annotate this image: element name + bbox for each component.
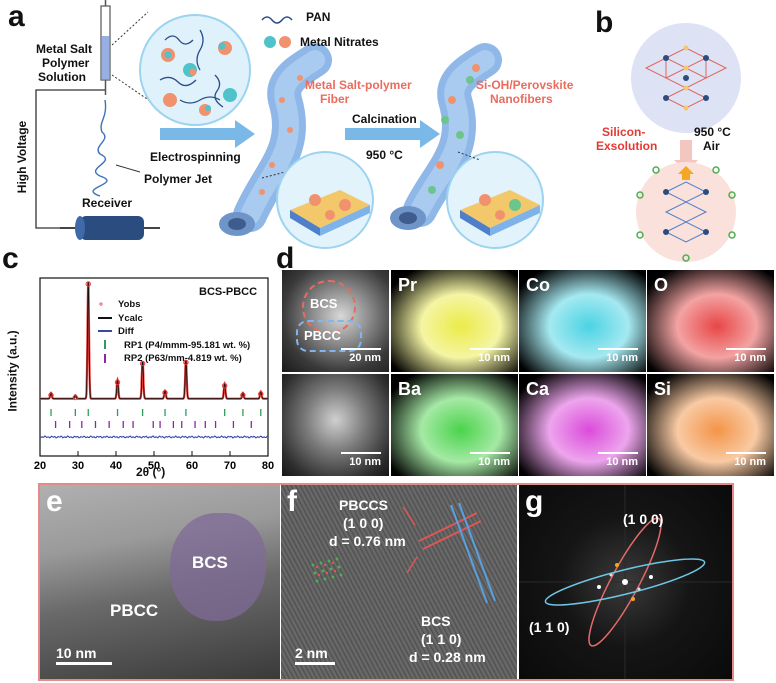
x-tick-label: 60 — [186, 460, 198, 472]
eds-map-scale: 10 nm — [606, 352, 638, 364]
haadf-image-bottom: 10 nm — [282, 374, 389, 476]
precursor-label-line1: Metal Salt — [36, 42, 93, 56]
panel-b-schematic — [631, 23, 741, 262]
pbccs-plane: (1 0 0) — [343, 515, 384, 531]
yobs-peak-marker — [258, 391, 264, 397]
eds-map-label: Co — [526, 275, 550, 295]
panel-g-fft: g (1 0 0) (1 1 0) — [519, 485, 732, 679]
eds-map-pr: Pr 10 nm — [391, 270, 518, 372]
eds-map-scale: 10 nm — [734, 352, 766, 364]
panel-f-letter: f — [287, 485, 297, 518]
series-diff — [39, 435, 269, 439]
high-voltage-label: High Voltage — [15, 120, 30, 194]
silicon-label-line2: Exsolution — [596, 139, 658, 153]
panel-b-air: Air — [703, 139, 720, 153]
panel-c-letter: c — [2, 242, 19, 275]
panel-f-scale: 2 nm — [295, 645, 328, 661]
polymer-jet-label: Polymer Jet — [144, 172, 213, 186]
legend-metal-nitrates: Metal Nitrates — [300, 35, 379, 49]
fiber1-label-line2: Fiber — [320, 92, 350, 106]
xrd-ylabel: Intensity (a.u.) — [5, 330, 20, 412]
panel-d-letter: d — [276, 242, 295, 275]
fiber2-label-line1: Si-OH/Perovskite — [476, 78, 574, 92]
yobs-peak-marker — [72, 394, 79, 401]
bcs-plane: (1 1 0) — [421, 631, 462, 647]
x-tick-label: 20 — [34, 460, 46, 472]
panel-e-image: e BCS PBCC 10 nm — [40, 485, 280, 679]
pbccs-dspacing: d = 0.76 nm — [329, 533, 406, 549]
yobs-peak-marker — [183, 359, 189, 366]
legend-ycalc: Ycalc — [98, 312, 250, 326]
scale-bottom: 10 nm — [349, 456, 381, 468]
xrd-legend: ∘Yobs Ycalc Diff RP1 (P4/mmm-95.181 wt. … — [98, 298, 250, 366]
panel-g-letter: g — [525, 485, 544, 518]
fft-annotations — [519, 485, 732, 679]
eds-map-scale: 10 nm — [478, 352, 510, 364]
legend-pan: PAN — [306, 10, 331, 24]
panel-e-scale: 10 nm — [56, 645, 97, 661]
fiber2-label-line2: Nanofibers — [490, 92, 553, 106]
panel-b-letter: b — [595, 6, 614, 39]
yobs-peak-marker — [221, 383, 228, 389]
eds-map-scale: 10 nm — [606, 456, 638, 468]
x-tick-label: 50 — [148, 460, 160, 472]
haadf-image-top: BCS PBCC 20 nm — [282, 270, 389, 372]
x-tick-label: 70 — [224, 460, 236, 472]
fiber1-label-line1: Metal Salt-polymer — [305, 78, 412, 92]
bcs-label: BCS — [421, 613, 451, 629]
yobs-peak-marker — [162, 390, 168, 396]
precursor-label-line2: Polymer — [42, 56, 90, 70]
xrd-title: BCS-PBCC — [199, 286, 258, 298]
calcination-label: Calcination — [352, 112, 417, 126]
eds-map-label: Ca — [526, 379, 550, 399]
pbccs-label: PBCCS — [339, 497, 389, 513]
x-tick-label: 40 — [110, 460, 122, 472]
panel-b-temp: 950 °C — [694, 125, 731, 139]
legend-yobs: ∘Yobs — [98, 299, 141, 310]
yobs-peak-marker — [114, 379, 121, 385]
eds-map-scale: 10 nm — [734, 456, 766, 468]
x-tick-label: 30 — [72, 460, 84, 472]
series-ycalc — [40, 281, 268, 400]
panel-a-schematic — [35, 0, 544, 249]
region-pbcc: PBCC — [304, 328, 341, 343]
eds-map-o: O 10 nm — [647, 270, 774, 372]
legend-rp1: RP1 (P4/mmm-95.181 wt. %) — [98, 339, 250, 353]
panel-e-letter: e — [46, 485, 63, 518]
panel-e-bcs: BCS — [192, 553, 228, 572]
yobs-peak-marker — [240, 392, 246, 398]
eds-map-label: Pr — [398, 275, 418, 295]
silicon-label-line1: Silicon- — [602, 125, 646, 139]
x-tick-label: 80 — [262, 460, 274, 472]
bcs-dspacing: d = 0.28 nm — [409, 649, 486, 665]
panel-a-letter: a — [8, 0, 25, 33]
yobs-peak-marker — [139, 360, 146, 367]
eds-map-scale: 10 nm — [478, 456, 510, 468]
eds-map-ba: Ba 10 nm — [391, 374, 518, 476]
legend-diff: Diff — [98, 325, 250, 339]
yobs-peak-marker — [48, 392, 54, 398]
xrd-xlabel: 2θ (°) — [136, 465, 166, 479]
receiver-label: Receiver — [82, 196, 133, 210]
lattice-annotations — [311, 502, 496, 604]
electrospinning-label: Electrospinning — [150, 150, 241, 164]
legend-rp2: RP2 (P63/mm-4.819 wt. %) — [98, 352, 250, 366]
fft-spot-110: (1 1 0) — [529, 619, 570, 635]
region-bcs: BCS — [310, 296, 338, 311]
eds-map-label: O — [654, 275, 669, 295]
yobs-peak-marker — [85, 281, 91, 287]
eds-map-co: Co 10 nm — [519, 270, 646, 372]
eds-map-label: Si — [654, 379, 672, 399]
xrd-chart: 20 30 40 50 60 70 80 — [34, 277, 274, 472]
fft-spot-100: (1 0 0) — [623, 511, 664, 527]
scale-top: 20 nm — [349, 352, 381, 364]
eds-map-si: Si 10 nm — [647, 374, 774, 476]
panel-f-image: f PBCCS (1 0 0) d = 0.76 nm BCS (1 1 0) … — [281, 485, 517, 679]
eds-map-label: Ba — [398, 379, 422, 399]
precursor-label-line3: Solution — [38, 70, 86, 84]
calcination-temp: 950 °C — [366, 148, 403, 162]
panel-e-pbcc: PBCC — [110, 601, 159, 620]
eds-map-ca: Ca 10 nm — [519, 374, 646, 476]
